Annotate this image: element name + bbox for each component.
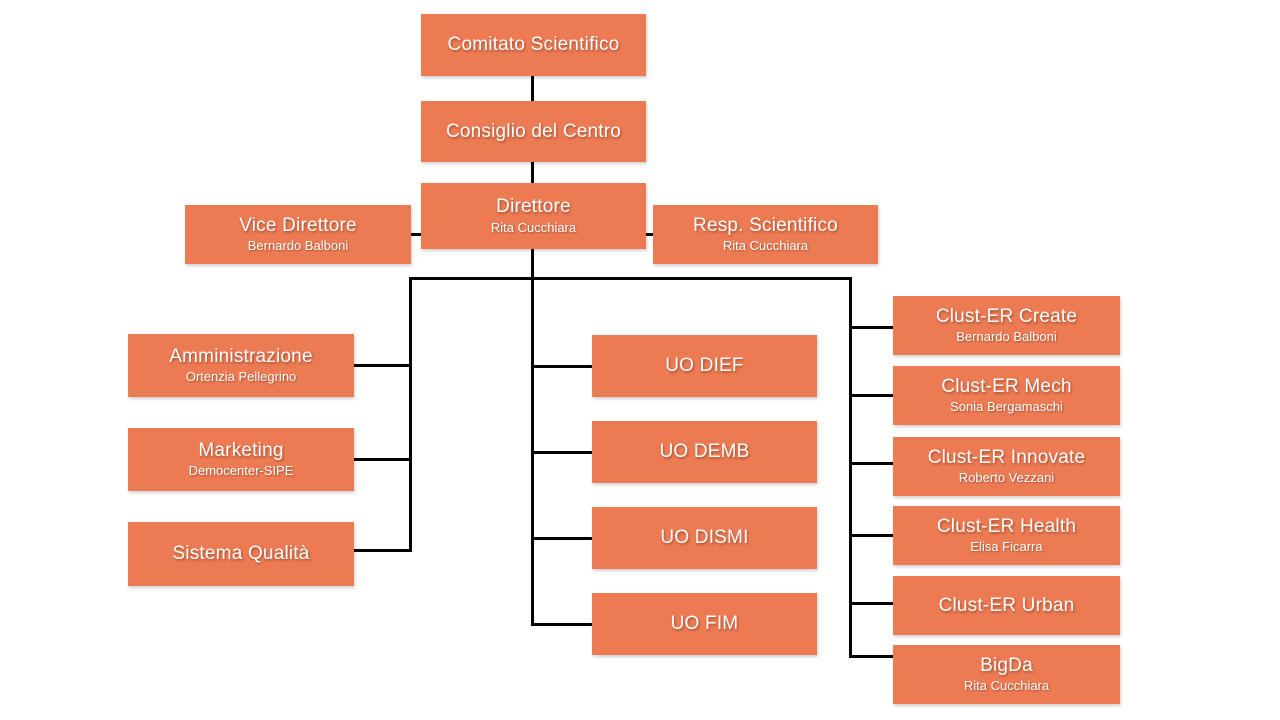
node-title: UO FIM xyxy=(670,613,739,635)
connector-stub-uo-demb xyxy=(534,451,592,454)
org-node-uo-demb: UO DEMB xyxy=(592,421,817,483)
connector-stub-bigda xyxy=(852,655,893,658)
connector-vice-direttore xyxy=(410,233,422,236)
node-subtitle: Elisa Ficarra xyxy=(970,539,1043,555)
node-title: Clust-ER Create xyxy=(935,305,1078,327)
org-node-consiglio-del-centro: Consiglio del Centro xyxy=(421,101,646,162)
org-node-clust-er-innovate: Clust-ER Innovate Roberto Vezzani xyxy=(893,437,1120,496)
connector-stub-uo-fim xyxy=(534,623,592,626)
connector-stub-clust-er-innovate xyxy=(852,462,893,465)
org-node-clust-er-create: Clust-ER Create Bernardo Balboni xyxy=(893,296,1120,355)
connector-direttore-resp xyxy=(645,233,654,236)
node-subtitle: Rita Cucchiara xyxy=(963,678,1050,694)
connector-main-rail xyxy=(409,277,852,280)
node-title: Clust-ER Urban xyxy=(938,594,1075,616)
org-node-bigda: BigDa Rita Cucchiara xyxy=(893,645,1120,704)
node-subtitle: Democenter-SIPE xyxy=(188,463,294,479)
org-node-uo-fim: UO FIM xyxy=(592,593,817,655)
node-title: Resp. Scientifico xyxy=(693,214,838,236)
node-subtitle: Rita Cucchiara xyxy=(722,238,809,254)
connector-stub-clust-er-create xyxy=(852,326,893,329)
org-node-direttore: Direttore Rita Cucchiara xyxy=(421,183,646,249)
connector-consiglio-direttore xyxy=(531,162,534,184)
node-title: Clust-ER Mech xyxy=(941,375,1072,397)
org-node-resp-scientifico: Resp. Scientifico Rita Cucchiara xyxy=(653,205,878,264)
org-node-clust-er-health: Clust-ER Health Elisa Ficarra xyxy=(893,506,1120,565)
node-subtitle: Sonia Bergamaschi xyxy=(950,399,1063,415)
org-node-sistema-qualita: Sistema Qualità xyxy=(128,522,354,586)
node-subtitle: Rita Cucchiara xyxy=(490,219,577,235)
connector-stub-uo-dismi xyxy=(534,537,592,540)
org-node-vice-direttore: Vice Direttore Bernardo Balboni xyxy=(185,205,411,264)
node-title: UO DIEF xyxy=(665,355,744,377)
connector-stub-clust-er-urban xyxy=(852,602,893,605)
connector-stub-marketing xyxy=(353,458,410,461)
org-node-comitato-scientifico: Comitato Scientifico xyxy=(421,14,646,76)
node-subtitle: Bernardo Balboni xyxy=(956,329,1057,345)
node-title: UO DISMI xyxy=(660,527,749,549)
connector-stub-uo-dief xyxy=(534,365,592,368)
org-node-marketing: Marketing Democenter-SIPE xyxy=(128,428,354,491)
node-title: Clust-ER Innovate xyxy=(927,446,1086,468)
connector-stub-sistema-qualita xyxy=(353,549,410,552)
org-node-clust-er-mech: Clust-ER Mech Sonia Bergamaschi xyxy=(893,366,1120,425)
org-node-clust-er-urban: Clust-ER Urban xyxy=(893,576,1120,635)
org-node-amministrazione: Amministrazione Ortenzia Pellegrino xyxy=(128,334,354,397)
connector-trunk-middle xyxy=(531,248,534,626)
connector-comitato-consiglio xyxy=(531,76,534,102)
org-node-uo-dief: UO DIEF xyxy=(592,335,817,397)
node-title: Consiglio del Centro xyxy=(445,120,622,142)
node-title: Sistema Qualità xyxy=(172,543,310,565)
node-title: UO DEMB xyxy=(659,441,750,463)
node-title: Amministrazione xyxy=(169,345,313,367)
node-subtitle: Ortenzia Pellegrino xyxy=(185,369,297,385)
node-title: BigDa xyxy=(980,654,1033,676)
node-title: Clust-ER Health xyxy=(936,515,1077,537)
connector-stub-amministrazione xyxy=(353,364,410,367)
node-title: Comitato Scientifico xyxy=(447,34,620,56)
connector-trunk-right xyxy=(849,277,852,658)
node-title: Marketing xyxy=(198,439,284,461)
connector-trunk-left xyxy=(409,277,412,552)
node-title: Vice Direttore xyxy=(239,214,357,236)
connector-stub-clust-er-health xyxy=(852,534,893,537)
node-title: Direttore xyxy=(496,196,571,218)
org-node-uo-dismi: UO DISMI xyxy=(592,507,817,569)
node-subtitle: Roberto Vezzani xyxy=(958,470,1055,486)
node-subtitle: Bernardo Balboni xyxy=(247,238,349,254)
connector-stub-clust-er-mech xyxy=(852,394,893,397)
